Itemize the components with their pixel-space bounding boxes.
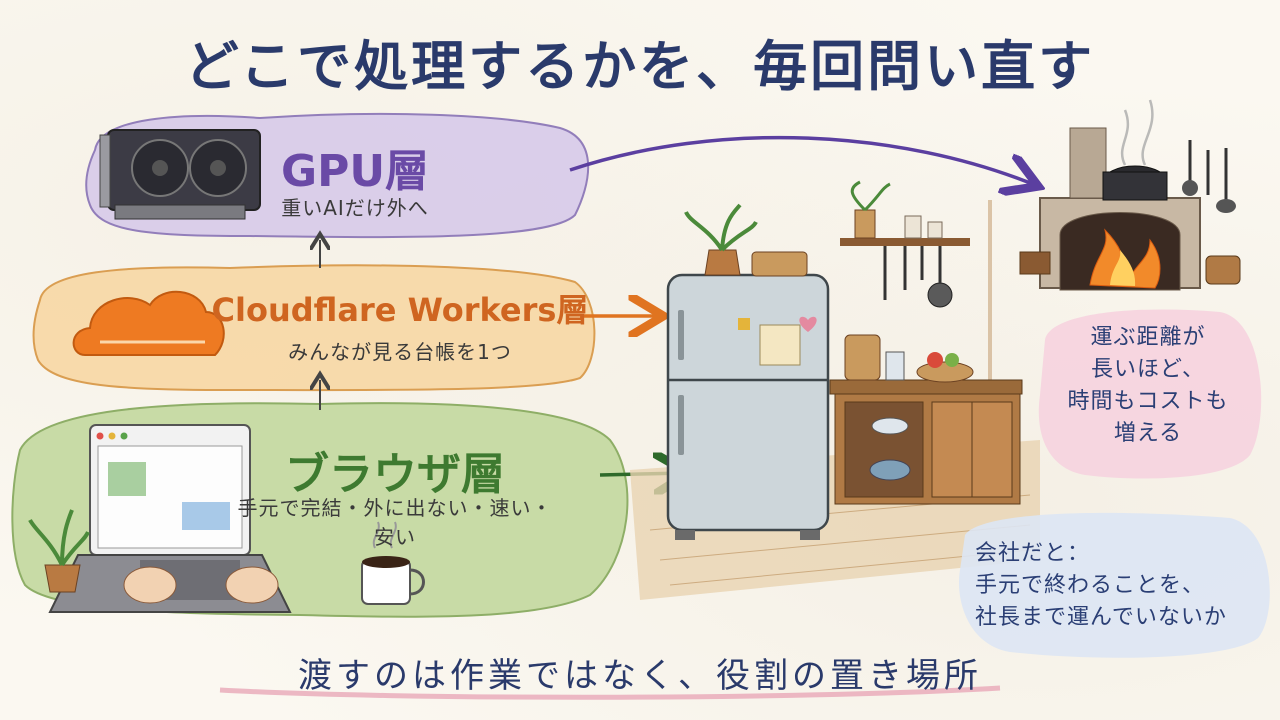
cost-note-line: 増える: [1113, 420, 1183, 446]
gpu-layer-title: GPU層: [280, 146, 430, 197]
bottom-caption: 渡すのは作業ではなく、役割の置き場所: [298, 656, 982, 696]
cost-note-line: 運ぶ距離が: [1090, 325, 1206, 350]
blue-note-blob: [958, 512, 1270, 658]
coffee-mug-icon: [361, 521, 425, 605]
fireplace-pot-icon: [1019, 99, 1241, 291]
arrow-gpu-to-fireplace: [569, 135, 1035, 185]
bottom-underline: [219, 685, 1001, 700]
cloudflare-layer-subtitle: みんなが見る台帳を1つ: [288, 340, 512, 364]
plant-icon: [28, 509, 90, 593]
company-note-line: 社長まで運んでいないか: [975, 604, 1227, 630]
company-note: 会社だと： 手元で終わることを、 社長まで運んでいないか: [975, 538, 1265, 634]
cost-note-line: 長いほど、: [1091, 356, 1205, 382]
cost-note-line: 時間もコストも: [1067, 388, 1229, 414]
gpu-card-icon: [99, 129, 261, 220]
pink-note-blob: [1038, 309, 1262, 479]
cost-note: 運ぶ距離が 長いほど、 時間もコストも 増える: [1048, 322, 1248, 450]
cloudflare-layer-title: Cloudflare Workers層: [211, 291, 589, 329]
laptop-icon: [48, 424, 292, 613]
page-title: どこで処理するかを、毎回問い直す: [184, 35, 1096, 98]
browser-layer-title: ブラウザ層: [285, 449, 505, 500]
company-note-line: 会社だと：: [975, 541, 1091, 566]
company-note-line: 手元で終わることを、: [975, 572, 1206, 598]
cloud-icon: [72, 290, 225, 356]
browser-layer-subtitle: 手元で完結・外に出ない・速い・安い: [237, 496, 553, 549]
gpu-layer-subtitle: 重いAIだけ外へ: [281, 196, 429, 220]
kitchen-shelf-icon: [829, 180, 1023, 505]
fridge-icon: [666, 203, 830, 540]
